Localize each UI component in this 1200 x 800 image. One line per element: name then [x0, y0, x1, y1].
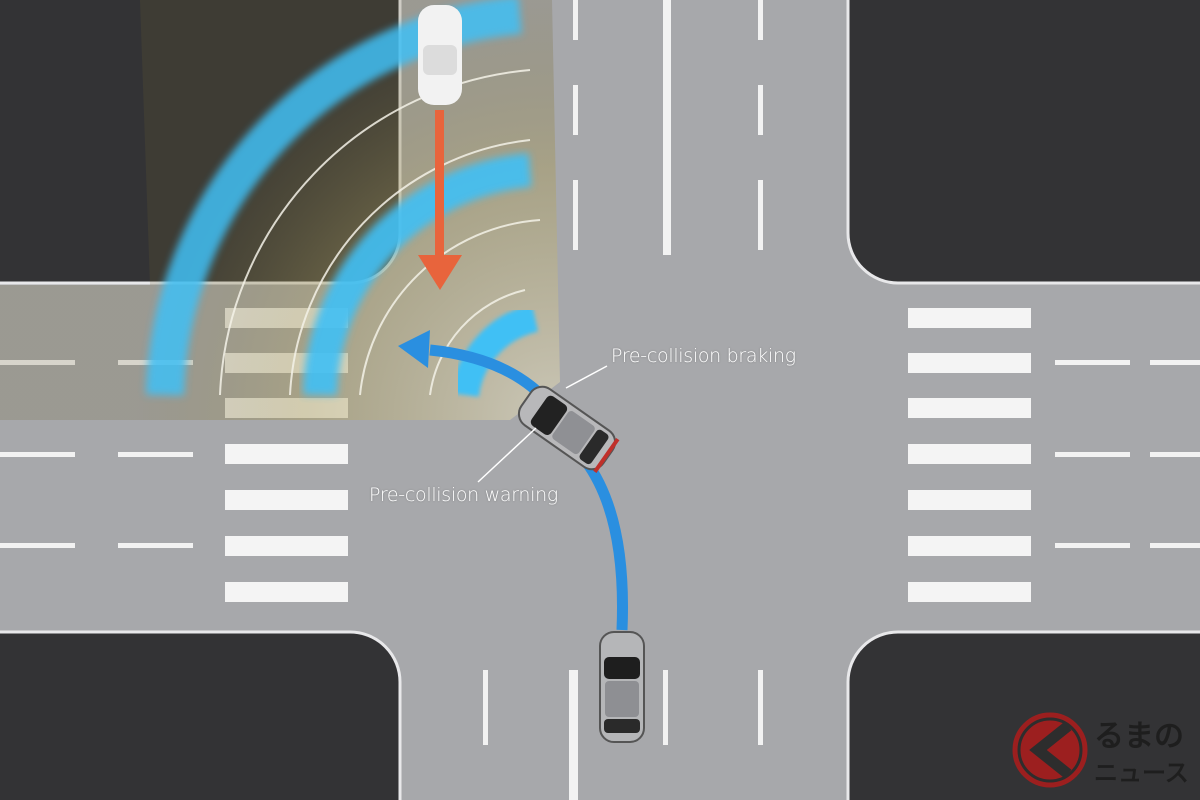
turning-car — [517, 385, 620, 474]
block-top-right — [846, 0, 1200, 285]
sensor-detection-zone — [0, 0, 560, 420]
block-bottom-right — [846, 630, 1200, 800]
block-bottom-left — [0, 630, 402, 800]
kuruma-news-logo: るまの ニュース — [1010, 705, 1195, 795]
braking-leader-line — [565, 365, 608, 389]
logo-text-top: るまの — [1094, 719, 1184, 754]
pre-collision-warning-label: Pre-collision warning — [369, 484, 558, 506]
oncoming-vehicle-arrow — [418, 110, 462, 290]
pre-collision-braking-label: Pre-collision braking — [611, 345, 796, 367]
oncoming-car — [418, 5, 462, 105]
crosswalk-right — [908, 308, 1031, 602]
logo-text-bottom: ニュース — [1094, 759, 1189, 787]
warning-leader-line — [477, 427, 537, 483]
logo-chevron-icon — [1012, 712, 1088, 788]
approaching-car — [599, 631, 645, 743]
